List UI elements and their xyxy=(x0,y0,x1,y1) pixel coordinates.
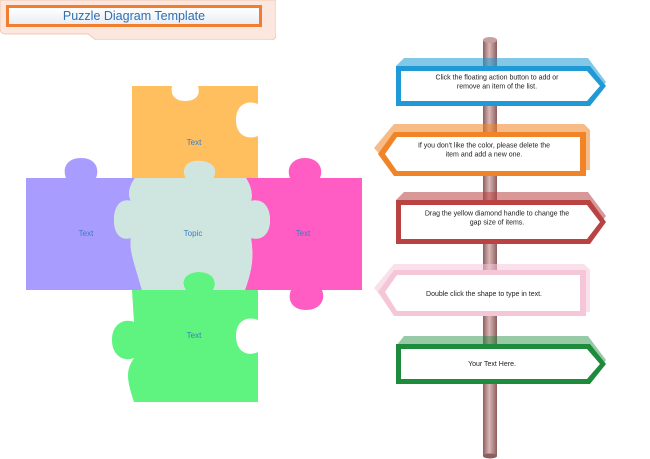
puzzle-piece-right[interactable] xyxy=(245,158,362,310)
sign-text-line: Drag the yellow diamond handle to change… xyxy=(425,211,569,218)
sign-2-text: If you don't like the color, please dele… xyxy=(418,143,550,159)
sign-text-line: item and add a new one. xyxy=(446,152,523,159)
sign-5-text: Your Text Here. xyxy=(468,361,516,368)
puzzle-label-left: Text xyxy=(79,229,94,238)
sign-4[interactable] xyxy=(374,264,590,316)
puzzle-label-center: Topic xyxy=(184,229,203,238)
signpost-pole-base xyxy=(483,453,497,459)
puzzle-diagram: Text Text Topic Text Text xyxy=(26,86,362,402)
sign-text-line: remove an item of the list. xyxy=(457,84,537,91)
sign-text-line: gap size of items. xyxy=(470,220,525,227)
sign-3[interactable] xyxy=(396,192,606,244)
sign-text-line: Double click the shape to type in text. xyxy=(426,291,542,298)
sign-1-text: Click the floating action button to add … xyxy=(436,75,560,91)
signpost-pole-cap xyxy=(483,37,497,43)
sign-text-line: Click the floating action button to add … xyxy=(436,75,560,82)
sign-3-text: Drag the yellow diamond handle to change… xyxy=(425,211,569,227)
puzzle-piece-center[interactable] xyxy=(114,160,270,290)
title-tab: Puzzle Diagram Template xyxy=(0,0,276,40)
sign-1[interactable] xyxy=(396,58,606,106)
sign-4-text: Double click the shape to type in text. xyxy=(426,291,542,298)
puzzle-piece-bottom[interactable] xyxy=(112,272,258,402)
puzzle-piece-top[interactable] xyxy=(132,86,258,178)
signpost: Click the floating action button to add … xyxy=(374,37,606,459)
puzzle-label-right: Text xyxy=(296,229,311,238)
sign-text-line: Your Text Here. xyxy=(468,361,516,368)
puzzle-piece-left[interactable] xyxy=(26,158,142,290)
sign-text-line: If you don't like the color, please dele… xyxy=(418,143,550,150)
sign-5[interactable] xyxy=(396,336,606,384)
puzzle-label-bottom: Text xyxy=(187,331,202,340)
diagram-title[interactable]: Puzzle Diagram Template xyxy=(6,5,262,27)
sign-2[interactable] xyxy=(374,124,590,176)
puzzle-label-top: Text xyxy=(187,138,202,147)
